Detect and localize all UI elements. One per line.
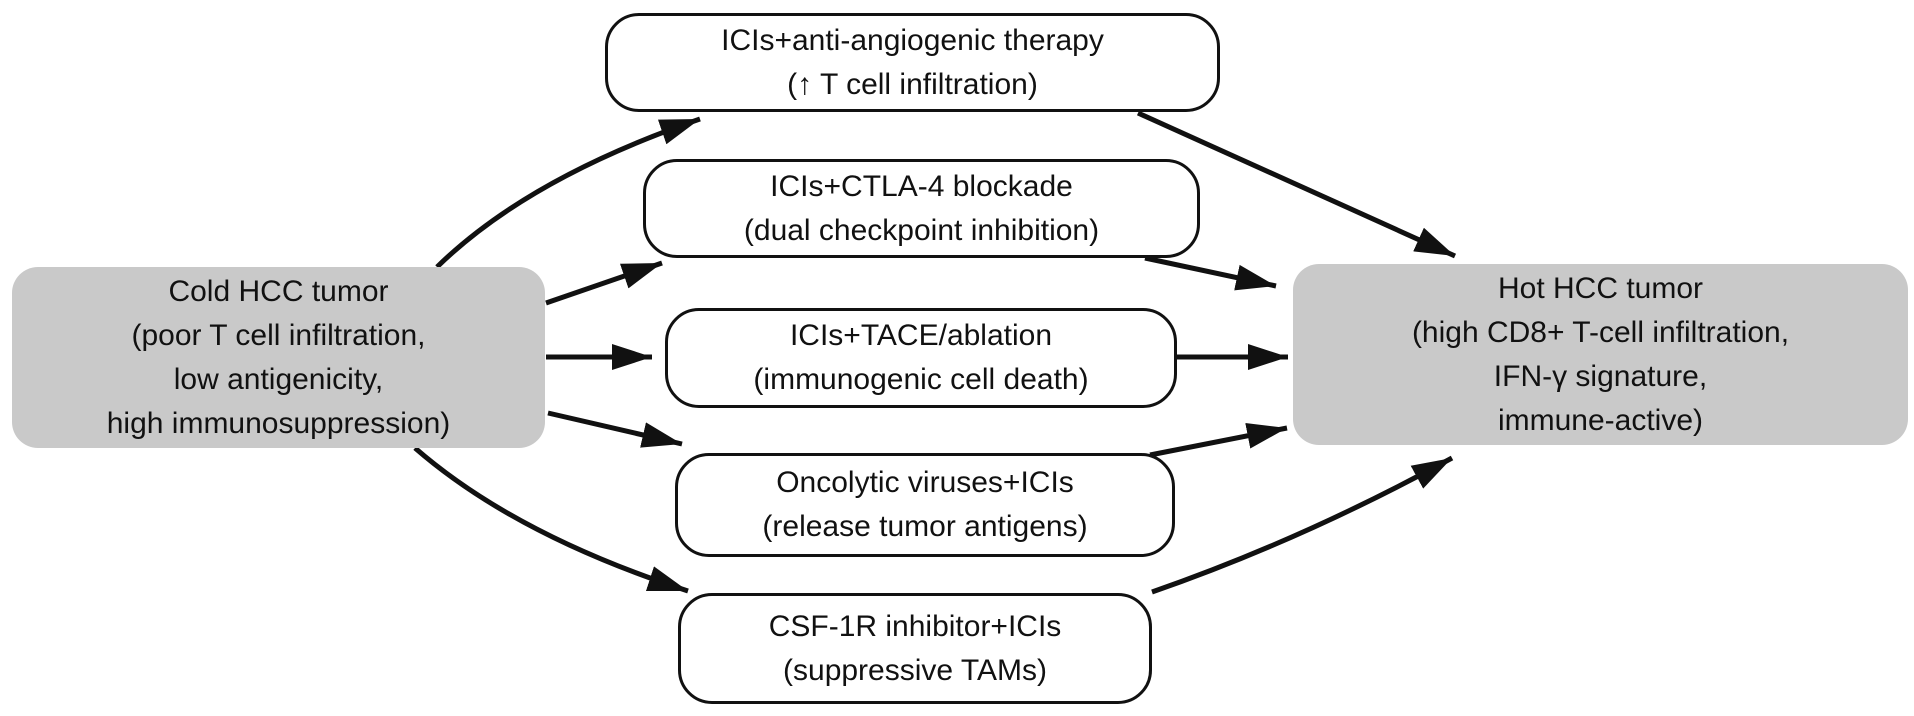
- node-oncolytic-viruses-icis-label: Oncolytic viruses+ICIs (release tumor an…: [762, 466, 1088, 543]
- node-icis-tace-ablation-label: ICIs+TACE/ablation (immunogenic cell dea…: [753, 319, 1089, 396]
- node-icis-anti-angiogenic: ICIs+anti-angiogenic therapy (↑ T cell i…: [605, 13, 1220, 112]
- arrow-cold-to-therapy1: [435, 116, 701, 269]
- arrow-cold-to-therapy5: [413, 446, 689, 594]
- arrow-therapy4-to-hot: [1149, 422, 1288, 458]
- arrow-therapy1-to-hot: [1136, 110, 1457, 259]
- node-icis-tace-ablation: ICIs+TACE/ablation (immunogenic cell dea…: [665, 308, 1177, 408]
- arrow-cold-to-therapy2: [545, 260, 663, 306]
- node-oncolytic-viruses-icis: Oncolytic viruses+ICIs (release tumor an…: [675, 453, 1175, 557]
- node-csf1r-inhibitor-icis: CSF-1R inhibitor+ICIs (suppressive TAMs): [678, 593, 1152, 704]
- node-cold-hcc-tumor: Cold HCC tumor (poor T cell infiltration…: [12, 267, 545, 448]
- arrow-therapy2-to-hot: [1144, 255, 1277, 291]
- node-icis-ctla4-blockade-label: ICIs+CTLA-4 blockade (dual checkpoint in…: [743, 169, 1100, 247]
- arrow-cold-to-therapy4: [547, 410, 683, 448]
- node-hot-hcc-tumor-label: Hot HCC tumor (high CD8+ T-cell infiltra…: [1411, 271, 1790, 437]
- node-hot-hcc-tumor: Hot HCC tumor (high CD8+ T-cell infiltra…: [1293, 264, 1908, 445]
- node-icis-anti-angiogenic-label: ICIs+anti-angiogenic therapy (↑ T cell i…: [721, 23, 1104, 101]
- node-cold-hcc-tumor-label: Cold HCC tumor (poor T cell infiltration…: [106, 274, 451, 440]
- node-icis-ctla4-blockade: ICIs+CTLA-4 blockade (dual checkpoint in…: [643, 159, 1200, 258]
- node-csf1r-inhibitor-icis-label: CSF-1R inhibitor+ICIs (suppressive TAMs): [768, 609, 1062, 687]
- arrow-therapy5-to-hot: [1151, 455, 1454, 595]
